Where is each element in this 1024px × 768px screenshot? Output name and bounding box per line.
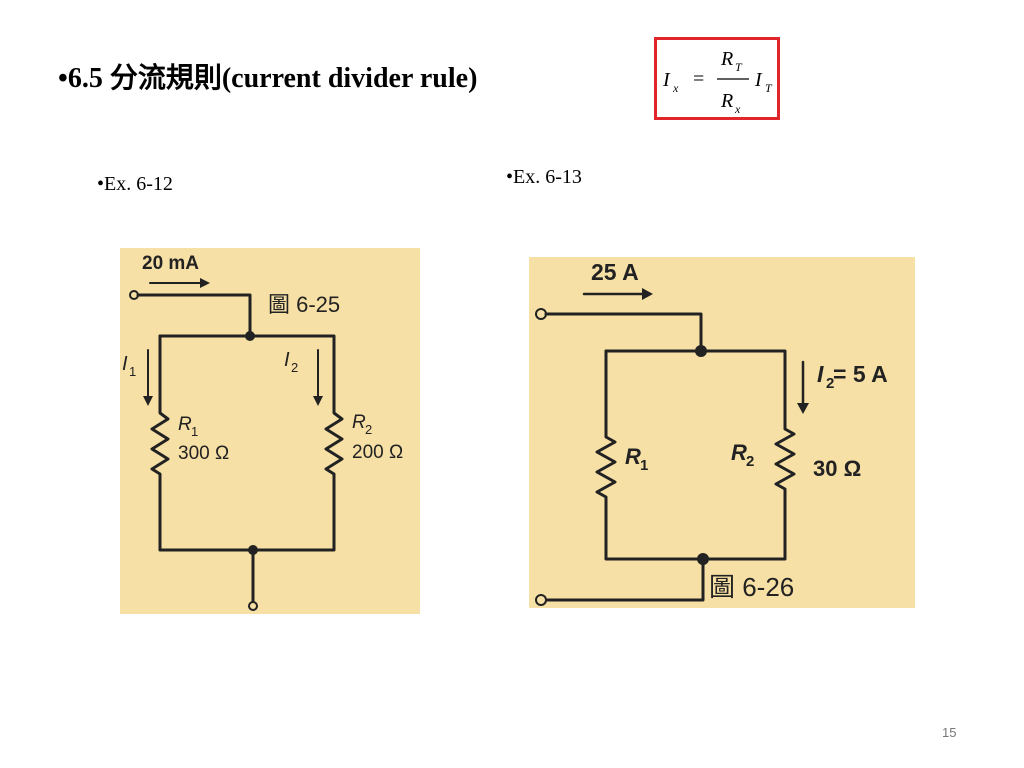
title-bullet: •	[58, 63, 68, 94]
r1-label: R	[625, 444, 641, 469]
circuit-6-25-diagram: 20 mA 圖 6-25 I 1 I 2 R 1 300 Ω R 2 200 Ω	[122, 253, 403, 611]
i2-value: = 5 A	[833, 361, 888, 387]
source-current-label: 25 A	[591, 259, 639, 285]
top-node	[245, 331, 255, 341]
bottom-node	[697, 553, 709, 565]
input-wire	[136, 293, 252, 338]
circuit-6-26-diagram: 25 A I 2 = 5 A R 1 R 2 30 Ω 圖 6-26	[535, 259, 888, 606]
formula-numerator: R	[720, 48, 733, 70]
figure-label-6-26: 圖 6-26	[709, 572, 794, 602]
i2-sub: 2	[291, 360, 298, 375]
formula-numerator-sub: T	[735, 60, 743, 74]
i2-label: I	[284, 349, 290, 371]
r1-sub: 1	[191, 424, 198, 439]
top-wire	[158, 334, 336, 405]
r1-value: 300 Ω	[178, 443, 229, 464]
top-node	[695, 345, 707, 357]
r2-resistor-icon	[324, 401, 344, 480]
formula-lhs-sub: x	[672, 81, 679, 95]
current-divider-formula: I x = R T R x I T	[662, 48, 773, 116]
r1-resistor-icon	[150, 401, 170, 480]
input-wire	[544, 312, 703, 353]
output-terminal	[535, 594, 547, 606]
r2-value: 30 Ω	[813, 456, 861, 481]
r2-label: R	[731, 440, 747, 465]
i1-label: I	[122, 353, 128, 375]
r2-label: R	[352, 412, 366, 433]
output-wire	[544, 557, 705, 602]
formula-denominator: R	[720, 90, 733, 112]
page-number: 15	[942, 725, 957, 740]
r2-value: 200 Ω	[352, 442, 403, 463]
r1-resistor-icon	[595, 427, 617, 505]
formula-box: I x = R T R x I T	[654, 37, 780, 120]
formula-denominator-sub: x	[734, 102, 741, 116]
output-terminal	[248, 601, 258, 611]
bottom-node	[248, 545, 258, 555]
title-chinese: 分流規則	[109, 63, 222, 94]
r2-sub: 2	[746, 453, 754, 470]
i2-arrowhead-icon	[797, 403, 809, 414]
example-label-6-13: •Ex. 6-13	[506, 166, 582, 188]
i2-label: I	[817, 361, 824, 387]
circuit-figure-6-25: 20 mA 圖 6-25 I 1 I 2 R 1 300 Ω R 2 200 Ω	[120, 248, 420, 614]
bottom-wire	[604, 495, 787, 561]
i1-sub: 1	[129, 364, 136, 379]
formula-rhs-sub: T	[765, 81, 773, 95]
bottom-wire	[158, 476, 336, 552]
source-arrowhead-icon	[200, 278, 210, 288]
i2-arrowhead-icon	[313, 396, 323, 406]
i1-arrowhead-icon	[143, 396, 153, 406]
i2-sub: 2	[826, 375, 834, 392]
title-english: (current divider rule)	[221, 63, 478, 94]
r2-sub: 2	[365, 422, 372, 437]
source-arrowhead-icon	[642, 288, 653, 300]
source-current-label: 20 mA	[142, 253, 199, 274]
formula-equals: =	[693, 68, 704, 90]
r1-label: R	[178, 414, 192, 435]
formula-rhs: I	[754, 69, 763, 91]
slide-title: •6.5 分流規則(current divider rule)	[58, 56, 477, 96]
example-label-6-12: •Ex. 6-12	[97, 173, 173, 195]
r1-sub: 1	[640, 457, 648, 474]
top-wire	[604, 349, 787, 424]
formula-lhs: I	[662, 69, 671, 91]
title-number: 6.5	[67, 63, 103, 94]
circuit-figure-6-26: 25 A I 2 = 5 A R 1 R 2 30 Ω 圖 6-26	[529, 257, 915, 608]
figure-label-6-25: 圖 6-25	[268, 292, 340, 317]
r2-resistor-icon	[774, 420, 796, 499]
